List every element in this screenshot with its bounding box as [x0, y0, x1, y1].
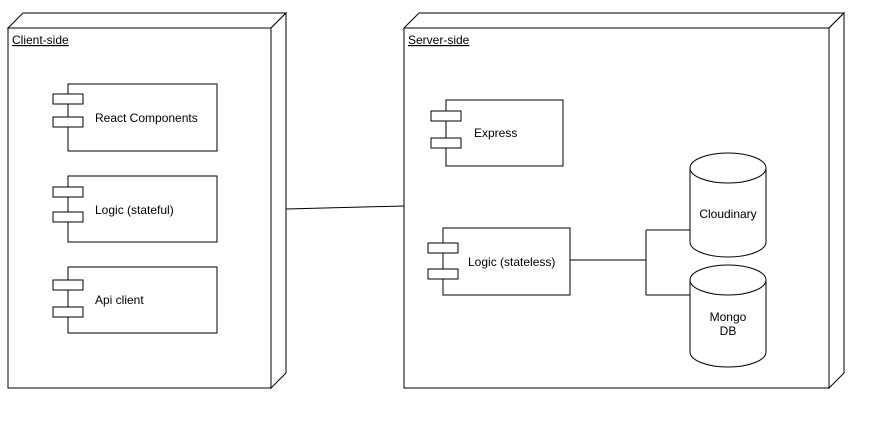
component-port-icon: [52, 116, 84, 128]
component-port-icon: [52, 93, 84, 105]
component-react-components[interactable]: [52, 83, 218, 152]
component-logic-stateless[interactable]: [427, 227, 571, 296]
client-node-side-face: [270, 11, 287, 390]
server-node-side-face: [828, 11, 845, 390]
component-port-icon: [430, 137, 462, 149]
component-port-icon: [52, 306, 84, 318]
database-top: [689, 152, 767, 184]
component-port-icon: [52, 211, 84, 223]
component-label: React Components: [95, 111, 198, 125]
component-port-icon: [52, 279, 84, 291]
database-label: Cloudinary: [699, 207, 756, 221]
client-node-top-face: [6, 12, 288, 29]
component-label: Express: [474, 126, 517, 140]
client-side-label: Client-side: [12, 33, 69, 47]
component-label: Logic (stateful): [95, 203, 174, 217]
component-label: Api client: [95, 293, 144, 307]
component-express[interactable]: [430, 99, 564, 167]
database-label-line-1: Mongo: [710, 310, 747, 324]
database-label-line-2: DB: [720, 324, 737, 338]
database-cloudinary[interactable]: [689, 152, 767, 258]
component-port-icon: [430, 110, 462, 122]
component-label: Logic (stateless): [468, 255, 555, 269]
server-side-node[interactable]: [402, 11, 846, 390]
server-side-label: Server-side: [408, 33, 470, 47]
client-server-connector[interactable]: [285, 205, 405, 210]
database-top: [689, 264, 767, 296]
logic-database-connectors[interactable]: [570, 229, 690, 296]
component-port-icon: [427, 268, 459, 280]
server-node-top-face: [402, 12, 846, 29]
component-logic-stateful[interactable]: [52, 175, 218, 243]
component-port-icon: [427, 242, 459, 254]
component-api-client[interactable]: [52, 266, 218, 334]
component-port-icon: [52, 186, 84, 198]
database-mongo-db[interactable]: [689, 264, 767, 368]
